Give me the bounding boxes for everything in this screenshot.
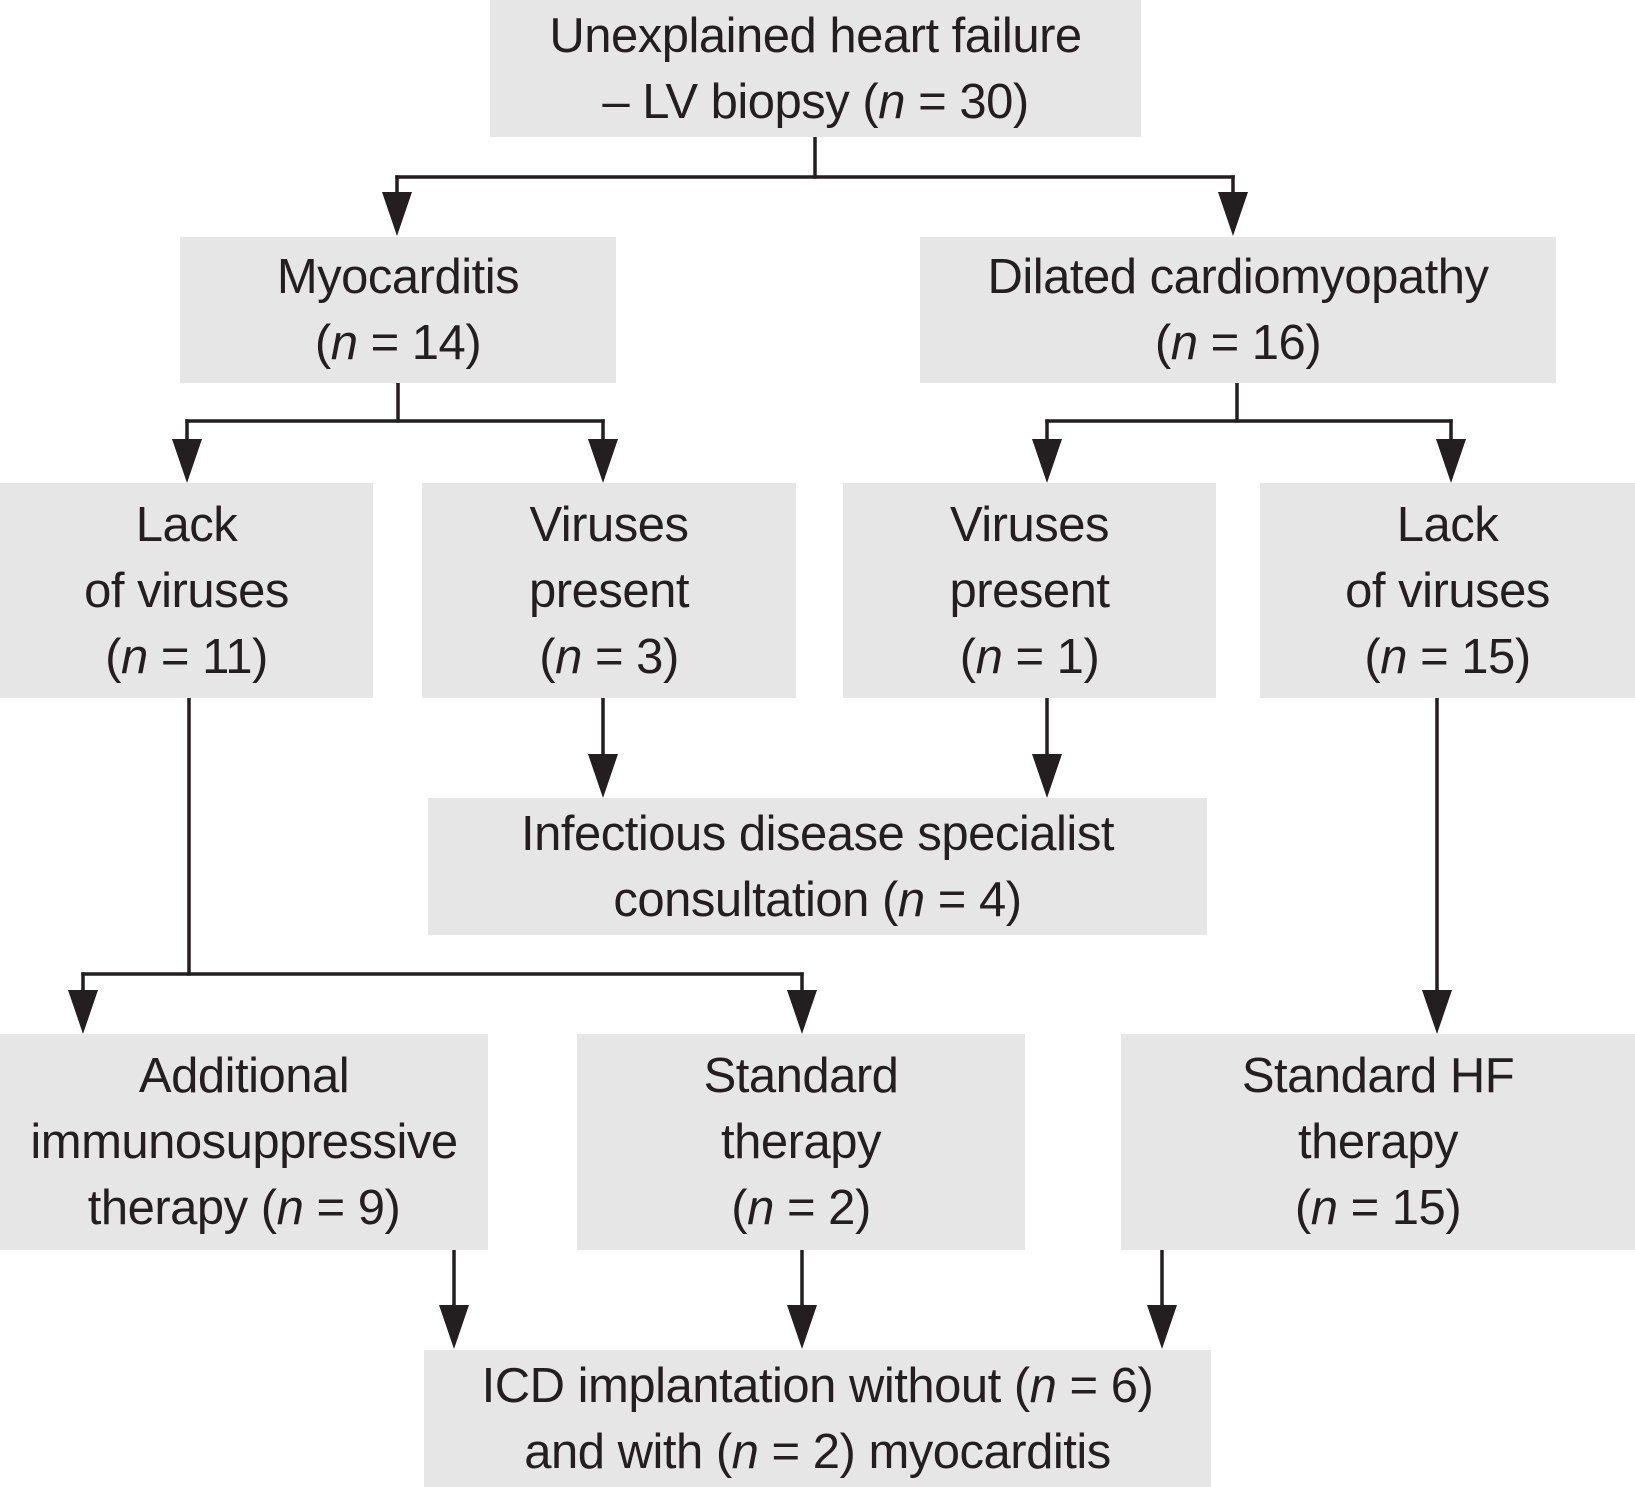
n-symbol: n <box>975 629 1003 684</box>
arrow-dcm-to-lack-viruses-arrowhead-icon <box>1436 439 1466 483</box>
node-icd-line-2-prefix: and with <box>524 1424 703 1479</box>
node-dcm-title: Dilated cardiomyopathy <box>987 250 1489 304</box>
node-myo-viruses-present-line-2: present <box>529 563 689 618</box>
node-immunosuppressive-line-2: immunosuppressive <box>30 1115 458 1169</box>
node-standard-hf-therapy-line-1: Standard HF <box>1241 1049 1515 1103</box>
node-standard-therapy-line-1: Standard <box>703 1049 899 1103</box>
arrow-hf-therapy-to-icd-arrowhead-icon <box>1147 1305 1177 1349</box>
node-standard-therapy-n-value: 2 <box>828 1181 855 1235</box>
node-standard-hf-therapy: Standard HF therapy (n = 15) <box>1121 1034 1635 1250</box>
node-dcm-viruses-present-line-1: Viruses <box>949 497 1110 552</box>
n-symbol: n <box>121 629 148 684</box>
arrow-myocarditis-to-lack-viruses-arrowhead-icon <box>172 439 202 483</box>
node-root-line-1: Unexplained heart failure <box>549 8 1082 63</box>
node-immunosuppressive-line-1: Additional <box>138 1049 350 1103</box>
n-symbol: n <box>330 316 358 370</box>
node-dcm: Dilated cardiomyopathy (n = 16) <box>920 237 1556 383</box>
node-myo-lack-viruses-line-2: of viruses <box>84 563 289 618</box>
node-root-line-2: – LV biopsy (n = 30) <box>602 74 1029 129</box>
node-icd: ICD implantation without (n = 6) and wit… <box>424 1350 1211 1487</box>
arrow-dcm-to-viruses-present-arrowhead-icon <box>1032 439 1062 483</box>
node-myo-lack-viruses-line-1: Lack <box>135 497 238 552</box>
n-symbol: n <box>747 1181 774 1235</box>
node-root-line-2-text: – LV biopsy <box>602 74 850 129</box>
node-icd-line-1-text: ICD implantation without <box>481 1358 1002 1413</box>
node-myocarditis-count: (n = 14) <box>314 316 482 370</box>
arrow-myocarditis-to-viruses-present-arrowhead-icon <box>588 439 618 483</box>
node-dcm-count: (n = 16) <box>1154 316 1322 370</box>
node-infectious-consult: Infectious disease specialist consultati… <box>428 798 1207 935</box>
node-immunosuppressive-line-3: therapy (n = 9) <box>87 1181 401 1235</box>
arrow-root-to-dcm-arrowhead-icon <box>1218 192 1248 236</box>
n-symbol: n <box>1170 316 1198 370</box>
arrow-dcm-lack-to-hf-therapy-arrowhead-icon <box>1422 990 1452 1034</box>
arrow-lack-to-standard-therapy-arrowhead-icon <box>787 990 817 1034</box>
node-standard-therapy-count: (n = 2) <box>731 1181 871 1235</box>
node-myo-lack-viruses-count: (n = 11) <box>105 629 268 684</box>
n-symbol: n <box>897 872 925 927</box>
node-dcm-lack-viruses-line-1: Lack <box>1396 497 1499 552</box>
n-symbol: n <box>1380 629 1407 684</box>
node-myo-viruses-present: Viruses present (n = 3) <box>422 483 796 698</box>
node-root: Unexplained heart failure – LV biopsy (n… <box>490 0 1141 137</box>
node-standard-therapy-line-2: therapy <box>721 1115 881 1169</box>
node-standard-hf-therapy-n-value: 15 <box>1391 1181 1446 1235</box>
node-icd-with-n-value: 2 <box>812 1424 840 1479</box>
arrow-root-to-myocarditis-arrowhead-icon <box>382 192 412 236</box>
n-symbol: n <box>276 1181 304 1235</box>
node-immunosuppressive: Additional immunosuppressive therapy (n … <box>0 1034 488 1250</box>
node-infectious-consult-n-value: 4 <box>978 872 1006 927</box>
arrow-dcm-viruses-to-consult-arrowhead-icon <box>1032 754 1062 798</box>
node-myo-viruses-present-n-value: 3 <box>636 629 663 684</box>
n-symbol: n <box>1310 1181 1338 1235</box>
node-standard-hf-therapy-count: (n = 15) <box>1294 1181 1462 1235</box>
node-infectious-consult-line-2-text: consultation <box>613 872 869 927</box>
node-myo-viruses-present-count: (n = 3) <box>539 629 679 684</box>
node-infectious-consult-line-2: consultation (n = 4) <box>613 872 1022 927</box>
n-symbol: n <box>731 1424 759 1479</box>
node-dcm-lack-viruses-count: (n = 15) <box>1364 629 1531 684</box>
n-symbol: n <box>1029 1358 1057 1413</box>
node-icd-line-2: and with (n = 2) myocarditis <box>524 1424 1111 1479</box>
node-immunosuppressive-line-3-text: therapy <box>87 1181 248 1235</box>
node-infectious-consult-line-1: Infectious disease specialist <box>521 806 1114 861</box>
n-symbol: n <box>878 74 905 129</box>
node-standard-therapy: Standard therapy (n = 2) <box>577 1034 1025 1250</box>
node-icd-without-n-value: 6 <box>1110 1358 1138 1413</box>
node-myocarditis-title: Myocarditis <box>276 250 520 304</box>
node-dcm-viruses-present-line-2: present <box>949 563 1110 618</box>
node-myo-lack-viruses-n-value: 11 <box>202 629 252 684</box>
node-root-n-value: 30 <box>959 74 1013 129</box>
arrow-standard-therapy-to-icd-arrowhead-icon <box>787 1305 817 1349</box>
node-dcm-lack-viruses-line-2: of viruses <box>1345 563 1550 618</box>
arrow-lack-to-immunosuppressive-arrowhead-icon <box>68 990 98 1034</box>
node-dcm-viruses-present-count: (n = 1) <box>959 629 1100 684</box>
node-dcm-viruses-present-n-value: 1 <box>1056 629 1084 684</box>
arrow-immunosuppressive-to-icd-arrowhead-icon <box>439 1305 469 1349</box>
node-myo-viruses-present-line-1: Viruses <box>529 497 689 552</box>
n-symbol: n <box>555 629 582 684</box>
node-dcm-lack-viruses: Lack of viruses (n = 15) <box>1260 483 1635 698</box>
node-icd-line-1: ICD implantation without (n = 6) <box>481 1358 1154 1413</box>
node-standard-hf-therapy-line-2: therapy <box>1298 1115 1458 1169</box>
node-myo-lack-viruses: Lack of viruses (n = 11) <box>0 483 373 698</box>
node-immunosuppressive-n-value: 9 <box>357 1181 385 1235</box>
node-myocarditis-n-value: 14 <box>411 316 466 370</box>
node-dcm-n-value: 16 <box>1251 316 1306 370</box>
node-dcm-viruses-present: Viruses present (n = 1) <box>843 483 1216 698</box>
node-dcm-lack-viruses-n-value: 15 <box>1461 629 1515 684</box>
node-icd-line-2-suffix: myocarditis <box>868 1424 1111 1479</box>
arrow-myo-viruses-to-consult-arrowhead-icon <box>588 754 618 798</box>
node-myocarditis: Myocarditis (n = 14) <box>180 237 616 383</box>
